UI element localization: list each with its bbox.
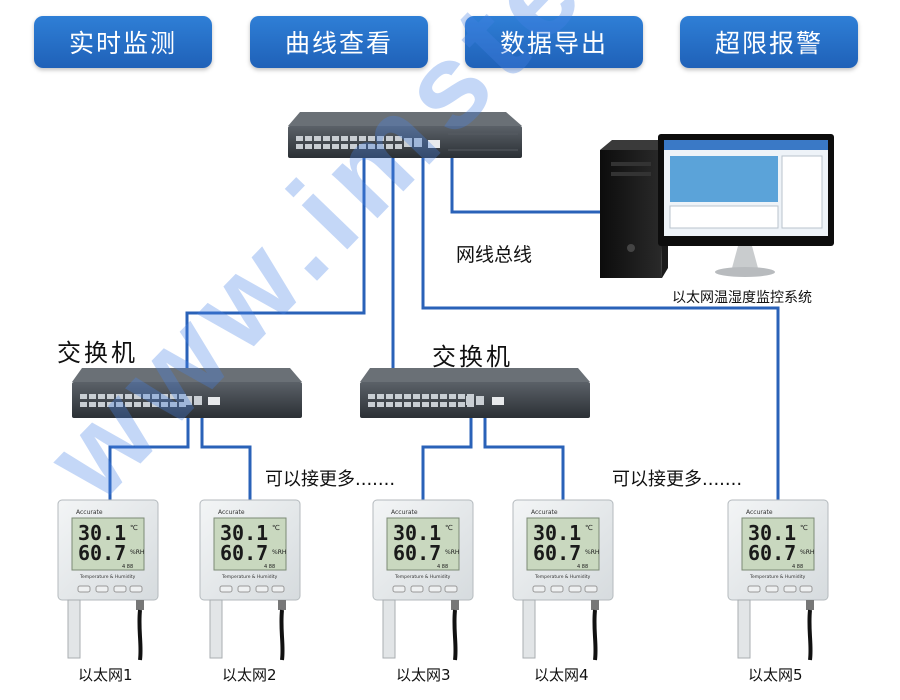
tab-over-limit-alarm[interactable]: 超限报警 <box>680 16 858 68</box>
access-switch-right <box>360 368 590 418</box>
hum-unit: %RH <box>272 549 286 556</box>
device-address: 4 88 <box>122 564 133 570</box>
device-brand: Accurate <box>391 509 418 516</box>
cable-bus-label: 网线总线 <box>456 244 533 266</box>
humidity-reading: 60.7 <box>220 541 268 565</box>
device-caption: Temperature & Humidity <box>534 574 591 580</box>
device-brand: Accurate <box>218 509 245 516</box>
hum-unit: %RH <box>130 549 144 556</box>
device-brand: Accurate <box>746 509 773 516</box>
device-brand: Accurate <box>76 509 103 516</box>
temperature-reading: 30.1 <box>533 521 581 545</box>
temperature-reading: 30.1 <box>78 521 126 545</box>
device-caption: Temperature & Humidity <box>394 574 451 580</box>
device-caption: Temperature & Humidity <box>749 574 806 580</box>
device-brand: Accurate <box>531 509 558 516</box>
switch-left-label: 交换机 <box>57 339 138 367</box>
humidity-reading: 60.7 <box>533 541 581 565</box>
pc-system-label: 以太网温湿度监控系统 <box>672 290 812 306</box>
core-switch <box>288 112 522 158</box>
hum-unit: %RH <box>445 549 459 556</box>
device-1: Accurate 30.1 ℃ 60.7 %RH 4 88 Temperatur… <box>57 499 159 661</box>
hum-unit: %RH <box>585 549 599 556</box>
device-address: 4 88 <box>792 564 803 570</box>
top-tab-bar: 实时监测 曲线查看 数据导出 超限报警 <box>0 0 900 90</box>
device-3: Accurate 30.1 ℃ 60.7 %RH 4 88 Temperatur… <box>372 499 474 661</box>
humidity-reading: 60.7 <box>78 541 126 565</box>
temp-unit: ℃ <box>800 524 808 532</box>
device-address: 4 88 <box>437 564 448 570</box>
pc-workstation <box>600 134 834 278</box>
device-3-label: 以太网3 <box>396 666 451 684</box>
device-5: Accurate 30.1 ℃ 60.7 %RH 4 88 Temperatur… <box>727 499 829 661</box>
temperature-reading: 30.1 <box>220 521 268 545</box>
humidity-reading: 60.7 <box>748 541 796 565</box>
tab-data-export[interactable]: 数据导出 <box>465 16 643 68</box>
device-address: 4 88 <box>264 564 275 570</box>
access-switch-left <box>72 368 302 418</box>
device-1-label: 以太网1 <box>78 666 133 684</box>
switch-right-label: 交换机 <box>432 343 513 371</box>
tab-realtime-monitoring[interactable]: 实时监测 <box>34 16 212 68</box>
device-5-label: 以太网5 <box>748 666 803 684</box>
device-2-label: 以太网2 <box>222 666 277 684</box>
expand-more-label-left: 可以接更多....... <box>265 469 396 490</box>
humidity-reading: 60.7 <box>393 541 441 565</box>
device-address: 4 88 <box>577 564 588 570</box>
tab-curve-view[interactable]: 曲线查看 <box>250 16 428 68</box>
temperature-reading: 30.1 <box>748 521 796 545</box>
device-4-label: 以太网4 <box>534 666 589 684</box>
network-cables <box>108 155 780 520</box>
device-caption: Temperature & Humidity <box>221 574 278 580</box>
temp-unit: ℃ <box>585 524 593 532</box>
device-4: Accurate 30.1 ℃ 60.7 %RH 4 88 Temperatur… <box>512 499 614 661</box>
temp-unit: ℃ <box>445 524 453 532</box>
temp-unit: ℃ <box>272 524 280 532</box>
expand-more-label-right: 可以接更多....... <box>612 469 743 490</box>
device-2: Accurate 30.1 ℃ 60.7 %RH 4 88 Temperatur… <box>199 499 301 661</box>
device-caption: Temperature & Humidity <box>79 574 136 580</box>
temperature-reading: 30.1 <box>393 521 441 545</box>
temp-unit: ℃ <box>130 524 138 532</box>
hum-unit: %RH <box>800 549 814 556</box>
